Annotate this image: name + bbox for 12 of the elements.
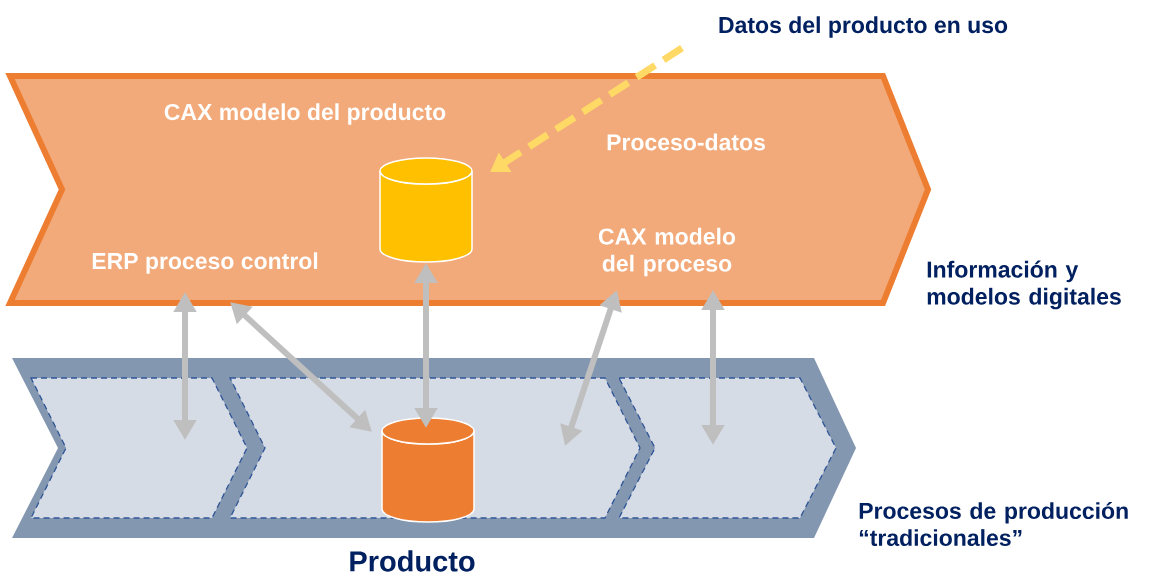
- band-label: CAX modelo del proceso: [598, 227, 736, 277]
- side-label: Información y modelos digitales: [927, 260, 1121, 310]
- band-label: Proceso-datos: [607, 133, 765, 151]
- database-cylinder: [381, 417, 475, 523]
- side-label: Procesos de producción “tradicionales”: [859, 501, 1128, 547]
- band-label: ERP proceso control: [92, 252, 318, 274]
- database-cylinder: [379, 157, 473, 263]
- caption-text: Datos del producto en uso: [719, 16, 1008, 38]
- product-label: Producto: [350, 550, 475, 572]
- chevron-step: [617, 377, 837, 519]
- chevron-step: [29, 377, 248, 519]
- band-label: CAX modelo del producto: [164, 103, 446, 125]
